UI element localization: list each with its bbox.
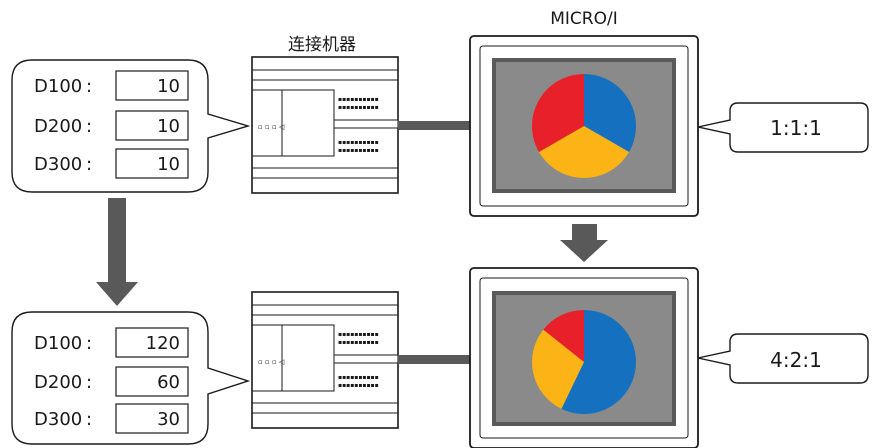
device-label: 连接机器 <box>288 35 356 55</box>
register-label: D200 <box>34 372 82 393</box>
register-row: D200 : 10 <box>34 110 189 141</box>
down-arrow-right <box>560 224 608 262</box>
register-row: D100 : 120 <box>34 327 189 358</box>
display-panel-bottom <box>469 267 699 448</box>
register-value: 10 <box>157 154 180 175</box>
register-value: 10 <box>157 116 180 137</box>
register-value-box <box>115 70 189 101</box>
register-label: D100 <box>34 333 82 354</box>
register-value: 30 <box>157 409 180 430</box>
pie-slice-blue <box>561 310 637 415</box>
display-panel-top <box>469 35 699 217</box>
pie-chart-bottom <box>531 310 637 415</box>
register-colon: : <box>86 372 92 393</box>
register-value-box <box>115 366 189 397</box>
register-value: 10 <box>157 76 180 97</box>
cable-bottom <box>398 355 470 364</box>
register-row: D300 : 10 <box>34 148 189 179</box>
register-value-box <box>115 110 189 141</box>
svg-text:▪▪▪▪▪▪▪▪▪▪: ▪▪▪▪▪▪▪▪▪▪ <box>338 339 379 346</box>
register-colon: : <box>86 333 92 354</box>
ratio-text: 1:1:1 <box>770 116 822 140</box>
down-arrow-left <box>96 198 138 306</box>
svg-text:▪▪▪▪▪▪▪▪▪▪: ▪▪▪▪▪▪▪▪▪▪ <box>338 147 379 154</box>
svg-text:▪▪▪▪▪▪▪▪▪▪: ▪▪▪▪▪▪▪▪▪▪ <box>338 139 379 146</box>
ratio-callout-top: 1:1:1 <box>697 102 869 153</box>
display-label: MICRO/I <box>550 9 618 29</box>
register-value: 120 <box>146 333 180 354</box>
pie-slice-yellow <box>531 329 584 409</box>
register-label: D100 <box>34 76 82 97</box>
pie-slice-red <box>543 310 584 362</box>
plc-device-top: ▫ ▫ ▫ ◁ ▪▪▪▪▪▪▪▪▪▪ ▪▪▪▪▪▪▪▪▪▪ ▪▪▪▪▪▪▪▪▪▪… <box>251 56 399 194</box>
register-row: D300 : 30 <box>34 403 189 434</box>
pie-slice-yellow <box>538 126 630 178</box>
register-row: D200 : 60 <box>34 366 189 397</box>
pie-chart-top <box>532 74 636 178</box>
cable-top <box>398 121 470 130</box>
register-colon: : <box>86 409 92 430</box>
ratio-text: 4:2:1 <box>770 348 822 372</box>
register-label: D200 <box>34 116 82 137</box>
svg-text:▫ ▫ ▫ ◁: ▫ ▫ ▫ ◁ <box>258 358 285 366</box>
svg-text:▫ ▫ ▫ ◁: ▫ ▫ ▫ ◁ <box>258 123 285 131</box>
pie-slice-blue <box>584 74 636 152</box>
ratio-callout-bottom: 4:2:1 <box>697 333 869 384</box>
register-label: D300 <box>34 409 82 430</box>
register-colon: : <box>86 76 92 97</box>
svg-text:▪▪▪▪▪▪▪▪▪▪: ▪▪▪▪▪▪▪▪▪▪ <box>338 374 379 381</box>
register-colon: : <box>86 116 92 137</box>
svg-text:▪▪▪▪▪▪▪▪▪▪: ▪▪▪▪▪▪▪▪▪▪ <box>338 96 379 103</box>
register-colon: : <box>86 154 92 175</box>
pie-slice-red <box>532 74 584 152</box>
register-value-box <box>115 327 189 358</box>
register-value-box <box>115 403 189 434</box>
svg-text:▪▪▪▪▪▪▪▪▪▪: ▪▪▪▪▪▪▪▪▪▪ <box>338 104 379 111</box>
register-value-box <box>115 148 189 179</box>
svg-text:▪▪▪▪▪▪▪▪▪▪: ▪▪▪▪▪▪▪▪▪▪ <box>338 382 379 389</box>
register-value: 60 <box>157 372 180 393</box>
plc-device-bottom: ▫ ▫ ▫ ◁ ▪▪▪▪▪▪▪▪▪▪ ▪▪▪▪▪▪▪▪▪▪ ▪▪▪▪▪▪▪▪▪▪… <box>251 291 399 429</box>
svg-text:▪▪▪▪▪▪▪▪▪▪: ▪▪▪▪▪▪▪▪▪▪ <box>338 331 379 338</box>
register-label: D300 <box>34 154 82 175</box>
register-row: D100 : 10 <box>34 70 189 101</box>
